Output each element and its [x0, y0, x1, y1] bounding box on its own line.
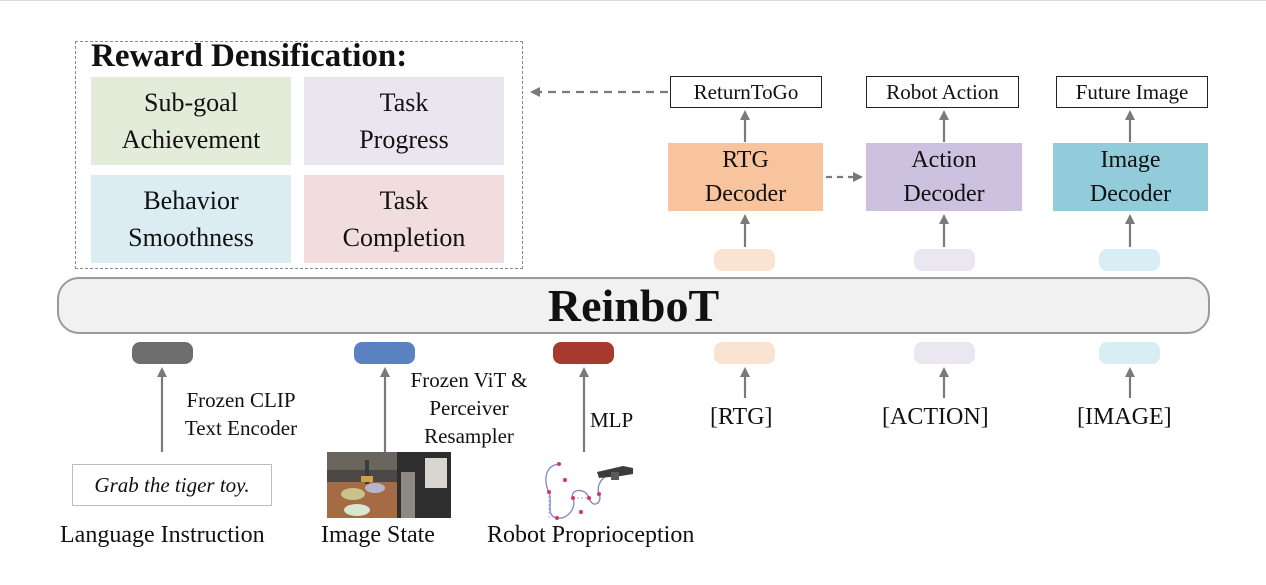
output-returntogo: ReturnToGo — [670, 76, 822, 108]
mlp-label: MLP — [590, 408, 634, 432]
robot-proprioception-label: Robot Proprioception — [487, 522, 695, 548]
reward-cell-task-completion: Task Completion — [304, 175, 504, 263]
rtg-decoder: RTG Decoder — [668, 143, 823, 211]
rtg-query-token — [714, 342, 775, 364]
rtg-output-token — [714, 249, 775, 271]
reward-panel-title: Reward Densification: — [91, 38, 408, 74]
image-state-label: Image State — [321, 522, 435, 548]
language-instruction-label: Language Instruction — [60, 522, 265, 548]
proprioception-token — [553, 342, 614, 364]
output-robot-action: Robot Action — [866, 76, 1019, 108]
robot-proprioception-plot — [545, 462, 633, 520]
language-instruction-box: Grab the tiger toy. — [72, 464, 272, 506]
action-output-token — [914, 249, 975, 271]
image-query-token — [1099, 342, 1160, 364]
vit-resampler-label: Frozen ViT & Perceiver Resampler — [410, 368, 528, 448]
action-placeholder-label: [ACTION] — [882, 404, 989, 430]
image-state-token — [354, 342, 415, 364]
image-decoder: Image Decoder — [1053, 143, 1208, 211]
image-placeholder-label: [IMAGE] — [1077, 404, 1172, 430]
rtg-placeholder-label: [RTG] — [710, 404, 773, 430]
output-future-image: Future Image — [1056, 76, 1208, 108]
reinbot-backbone: ReinboT — [57, 277, 1210, 334]
reward-cell-task-progress: Task Progress — [304, 77, 504, 165]
action-query-token — [914, 342, 975, 364]
reward-cell-behavior-smoothness: Behavior Smoothness — [91, 175, 291, 263]
action-decoder: Action Decoder — [866, 143, 1022, 211]
top-rule — [0, 0, 1266, 1]
image-state-photo — [327, 452, 451, 518]
clip-encoder-label: Frozen CLIP Text Encoder — [184, 388, 298, 440]
reward-densification-panel — [75, 41, 523, 269]
reward-cell-subgoal-achievement: Sub-goal Achievement — [91, 77, 291, 165]
image-output-token — [1099, 249, 1160, 271]
language-token — [132, 342, 193, 364]
